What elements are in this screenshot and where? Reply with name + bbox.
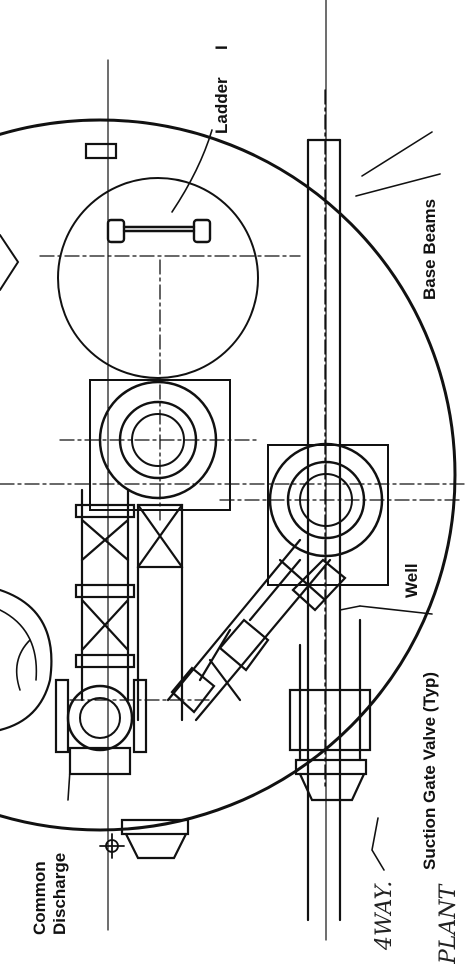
handwritten-note-plant: PLANT [436, 884, 461, 964]
centerline-symbol [99, 833, 125, 859]
common-label: Common [30, 861, 49, 935]
reference-lines [107, 0, 327, 941]
top-nozzle [84, 142, 118, 160]
ladder-label: Ladder [212, 77, 231, 134]
upper-pump-volute [98, 380, 218, 500]
suction-inlets [120, 618, 372, 860]
ladder-mark: I [212, 45, 231, 50]
ladder-symbol [106, 218, 212, 244]
discharge-label: Discharge [50, 852, 69, 935]
centerlines [0, 89, 466, 791]
base-beams-label: Base Beams [420, 198, 439, 300]
handwritten-note-4way: 4WAY. [372, 880, 397, 950]
discharge-pipe-upper [74, 488, 136, 702]
ladder-circle [57, 177, 259, 379]
tank-shell [0, 118, 457, 832]
gate-valve-upper [136, 503, 184, 722]
upper-pump-base [89, 379, 231, 511]
well-label: Well [402, 563, 421, 598]
common-discharge-header [54, 678, 148, 776]
diamond-marker [0, 234, 20, 291]
leader-lines [15, 129, 441, 871]
lower-pump-volute [268, 442, 384, 558]
well-arc [0, 588, 53, 732]
diagonal-suction-pipe [166, 538, 347, 722]
suction-gate-valve-label: Suction Gate Valve (Typ) [420, 671, 439, 870]
base-beams [306, 138, 342, 922]
